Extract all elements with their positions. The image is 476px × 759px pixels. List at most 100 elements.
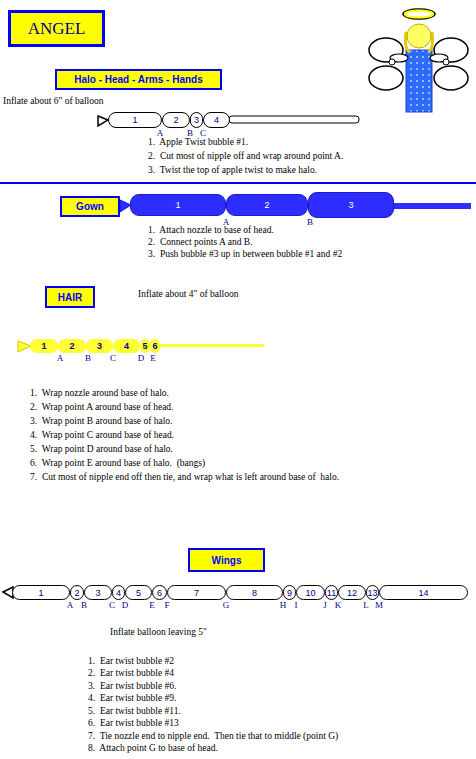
balloon-bubble: 12: [338, 585, 366, 600]
point-letter: B: [187, 128, 193, 138]
point-letter: B: [307, 217, 313, 227]
balloon-bubble: 3: [86, 339, 113, 353]
point-letter: K: [335, 600, 342, 610]
point-letter: A: [67, 600, 74, 610]
instruction-text: 2. Connect points A and B.: [148, 237, 253, 247]
bubble-number: 4: [116, 588, 121, 598]
instruction-text: 2. Wrap point A around base of head.: [30, 402, 174, 412]
point-letter: G: [223, 600, 230, 610]
instruction-text: 3. Wrap point B around base of halo.: [30, 416, 172, 426]
point-letter: C: [110, 353, 116, 363]
balloon-bubble: 5: [140, 339, 150, 353]
instruction-text: 2. Cut most of nipple off and wrap aroun…: [148, 151, 343, 161]
instruction-text: 3. Push bubble #3 up in between bubble #…: [148, 249, 342, 259]
instruction-text: 1. Wrap nozzle around base of halo.: [30, 388, 169, 398]
section-box: HAIR: [45, 286, 95, 308]
point-letter: I: [295, 600, 298, 610]
balloon-bubble: 3: [308, 192, 394, 218]
instruction-text: 1. Attach nozzle to base of head.: [148, 225, 274, 235]
bubble-number: 3: [194, 115, 199, 125]
balloon-bubble: 1: [30, 339, 58, 353]
bubble-number: 14: [418, 588, 428, 598]
point-letter: C: [200, 128, 206, 138]
section-heading: Halo - Head - Arms - Hands: [74, 74, 203, 85]
instruction-text: 3. Twist the top of apple twist to make …: [148, 165, 317, 175]
balloon-bubble: 4: [113, 339, 140, 353]
bubble-number: 2: [173, 115, 178, 125]
point-letter: H: [280, 600, 287, 610]
instruction-text: 6. Wrap point E around base of halo. (ba…: [30, 458, 205, 468]
point-letter: E: [150, 353, 156, 363]
section-box: Wings: [188, 548, 265, 572]
instruction-text: 6. Ear twist bubble #13: [88, 718, 179, 728]
point-letter: A: [57, 353, 64, 363]
balloon-bubble: 3: [84, 585, 112, 600]
bubble-number: 10: [305, 588, 315, 598]
balloon-bubble: 1: [108, 112, 162, 128]
divider-line: [0, 182, 476, 184]
bubble-number: 7: [194, 588, 199, 598]
bubble-number: 6: [157, 588, 162, 598]
bubble-number: 13: [367, 588, 377, 598]
point-letter: F: [164, 600, 169, 610]
balloon-bubble: 2: [70, 585, 84, 600]
balloon-bubble: 6: [150, 339, 160, 353]
instruction-text: 5. Ear twist bubble #11.: [88, 706, 181, 716]
bubble-number: 2: [74, 588, 79, 598]
balloon-bubble: 11: [325, 585, 338, 600]
point-letter: L: [363, 600, 369, 610]
balloon-bubble: 1: [130, 194, 226, 216]
point-letter: C: [109, 600, 115, 610]
balloon-bubble: 10: [296, 585, 325, 600]
instruction-text: 7. Tie nozzle end to nipple end. Then ti…: [88, 731, 338, 741]
bubble-number: 12: [347, 588, 357, 598]
balloon-bubble: 13: [366, 585, 379, 600]
instruction-text: 1. Ear twist bubble #2: [88, 656, 174, 666]
bubble-number: 2: [69, 341, 74, 351]
section-heading: ANGEL: [28, 19, 86, 39]
balloon-bubble: 1: [12, 585, 70, 600]
instruction-text: 7. Cut most of nipple end off then tie, …: [30, 472, 339, 482]
angel-figure: [369, 9, 468, 112]
balloon-bubble: 8: [226, 585, 283, 600]
instruction-text: 2. Ear twist bubble #4: [88, 668, 174, 678]
point-letter: B: [81, 600, 87, 610]
bubble-number: 2: [264, 200, 269, 210]
instruction-text: 3. Ear twist bubble #6.: [88, 681, 176, 691]
bubble-number: 5: [142, 341, 147, 351]
bubble-number: 3: [348, 200, 353, 210]
balloon-bubble: 4: [203, 112, 230, 128]
bubble-number: 1: [175, 200, 180, 210]
balloon-bubble: 6: [152, 585, 167, 600]
instruction-text: Inflate about 4" of balloon: [138, 289, 238, 299]
bubble-number: 4: [214, 115, 219, 125]
instruction-text: 1. Apple Twist bubble #1.: [148, 137, 248, 147]
point-letter: B: [85, 353, 91, 363]
instruction-text: Inflate balloon leaving 5": [110, 627, 207, 637]
bubble-number: 11: [327, 588, 336, 598]
bubble-number: 5: [136, 588, 141, 598]
bubble-number: 6: [152, 341, 157, 351]
instruction-text: 4. Ear twist bubble #9.: [88, 693, 176, 703]
balloon-bubble: 9: [283, 585, 296, 600]
bubble-number: 1: [132, 115, 137, 125]
bubble-number: 3: [95, 588, 100, 598]
section-box: Halo - Head - Arms - Hands: [55, 69, 222, 90]
title-box: ANGEL: [8, 10, 105, 47]
balloon-bubble: 2: [226, 194, 308, 216]
point-letter: J: [323, 600, 327, 610]
instruction-text: 4. Wrap point C around base of head.: [30, 430, 174, 440]
balloon-bubble: 7: [167, 585, 226, 600]
point-letter: M: [375, 600, 383, 610]
bubble-number: 1: [41, 341, 46, 351]
balloon-bubble: 3: [190, 112, 203, 128]
balloon-bubble: 5: [125, 585, 152, 600]
balloon-bubble: 2: [162, 112, 190, 128]
section-heading: Wings: [212, 555, 242, 566]
bubble-number: 9: [287, 588, 292, 598]
section-heading: HAIR: [58, 292, 82, 303]
balloon-bubble: 4: [112, 585, 125, 600]
point-letter: E: [149, 600, 155, 610]
